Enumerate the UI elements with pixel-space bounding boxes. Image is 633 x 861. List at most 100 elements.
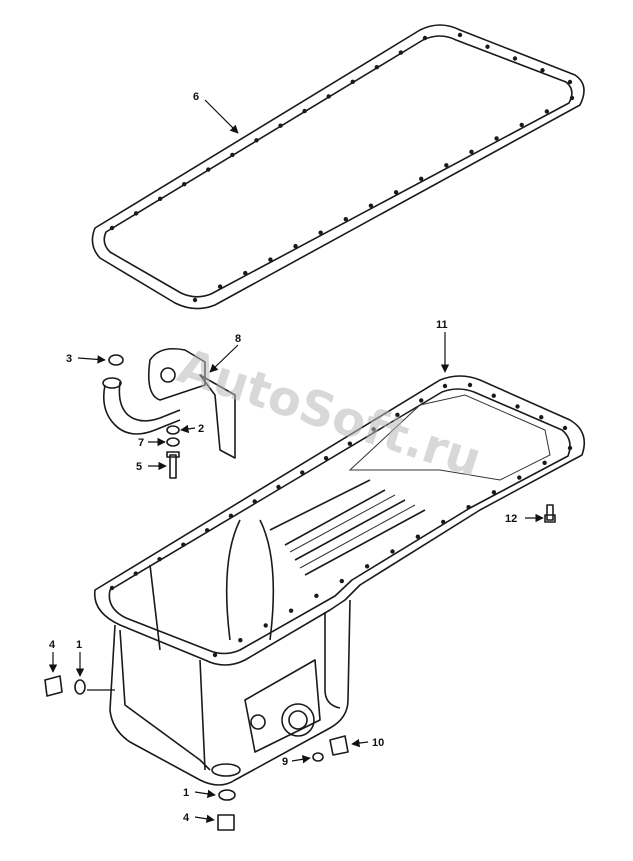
bolt-hole: [288, 608, 294, 613]
small-plug: [312, 752, 324, 762]
bolt-hole: [567, 445, 573, 451]
oring-top: [108, 354, 124, 366]
bolt-right: [544, 504, 556, 523]
bolt-hole: [318, 230, 323, 235]
callout-oring-top: 3: [66, 353, 72, 365]
plug-left: [44, 675, 63, 697]
oring-left: [74, 679, 86, 695]
bolt-hole: [371, 427, 376, 432]
bolt-hole: [512, 56, 518, 61]
bolt-hole: [441, 519, 446, 525]
bolt-tube: [166, 451, 180, 479]
suction-tube-assembly: [102, 347, 236, 459]
bolt-hole: [567, 79, 573, 85]
bolt-hole: [415, 534, 421, 539]
bolt-hole: [347, 441, 353, 446]
bolt-hole: [469, 149, 474, 155]
bolt-hole: [243, 270, 248, 276]
bolt-hole: [569, 95, 575, 101]
bolt-hole: [212, 652, 218, 658]
bolt-hole: [109, 585, 115, 591]
bolt-hole: [544, 109, 550, 114]
callout-bolt-tube: 5: [136, 461, 142, 473]
bolt-hole: [133, 211, 139, 216]
bolt-hole: [444, 163, 449, 168]
bolt-hole: [192, 297, 198, 303]
bolt-hole: [515, 404, 520, 409]
bolt-hole: [419, 398, 424, 403]
bolt-hole: [491, 393, 496, 398]
callout-bolt-right: 12: [505, 513, 517, 525]
bolt-hole: [368, 203, 374, 208]
bolt-hole: [238, 638, 243, 643]
bolt-hole: [252, 499, 257, 504]
bolt-hole: [109, 225, 115, 231]
callout-small-plug: 9: [282, 756, 288, 768]
callout-gasket-tube: 2: [198, 423, 204, 435]
bolt-hole: [302, 108, 307, 114]
bolt-hole: [206, 167, 211, 172]
bolt-hole: [398, 50, 404, 55]
bolt-hole: [442, 383, 448, 389]
bolt-hole: [364, 564, 370, 569]
bolt-hole: [326, 94, 331, 99]
bolt-hole: [217, 284, 223, 289]
bolt-hole: [494, 136, 499, 141]
bolt-hole: [268, 257, 273, 262]
bolt-hole: [314, 593, 319, 599]
callout-gasket: 6: [193, 91, 199, 103]
watermark: AutoSoft.ru: [171, 338, 488, 489]
oil-pan-gasket: [91, 24, 585, 310]
callout-oil-pan: 11: [436, 319, 448, 331]
bolt-hole: [276, 484, 281, 490]
bolt-hole: [467, 382, 473, 388]
bolt-hole: [323, 455, 329, 461]
callout-plug-side: 10: [372, 737, 384, 749]
bolt-hole: [157, 556, 162, 562]
bolt-hole: [293, 243, 298, 249]
gasket-bolt-holes: [109, 32, 575, 303]
pan-flange-bolt-holes: [109, 382, 573, 658]
bolt-hole: [393, 190, 399, 195]
oil-pan-body: [93, 375, 586, 786]
bolt-hole: [254, 138, 259, 143]
washer-gasket: [166, 425, 180, 435]
bolt-hole: [133, 571, 138, 576]
bolt-hole: [466, 504, 471, 510]
callout-labels: 6 8 11 3 7 5 2 12 4 1 10 9 1 4: [49, 91, 517, 824]
washer: [166, 437, 180, 447]
bolt-hole: [422, 35, 428, 41]
bolt-hole: [263, 623, 268, 628]
bolt-hole: [542, 460, 547, 465]
bolt-hole: [395, 412, 400, 418]
bolt-hole: [491, 490, 497, 495]
bolt-hole: [419, 176, 424, 181]
oring-bottom: [218, 789, 236, 801]
bolt-hole: [350, 79, 355, 85]
bolt-hole: [339, 578, 344, 584]
callout-tube-bracket: 8: [235, 333, 241, 345]
bolt-hole: [374, 65, 380, 70]
small-hardware: [44, 354, 556, 831]
callout-oring-left: 1: [76, 639, 82, 651]
bolt-hole: [562, 425, 568, 431]
bolt-hole: [157, 196, 163, 201]
bolt-hole: [519, 122, 524, 128]
bolt-hole: [300, 470, 305, 475]
bolt-hole: [182, 181, 187, 187]
callout-plug-left: 4: [49, 639, 56, 651]
bolt-hole: [457, 32, 463, 38]
bolt-hole: [539, 415, 544, 420]
bolt-hole: [204, 528, 210, 533]
leader-lines: [48, 99, 544, 823]
callout-oring-bottom: 1: [183, 787, 189, 799]
bolt-hole: [181, 542, 186, 547]
bolt-hole: [278, 123, 283, 128]
bolt-hole: [343, 217, 348, 222]
bolt-hole: [485, 44, 490, 49]
callout-washer-top: 7: [138, 437, 144, 449]
plug-bottom: [217, 814, 235, 831]
bolt-hole: [228, 513, 234, 519]
